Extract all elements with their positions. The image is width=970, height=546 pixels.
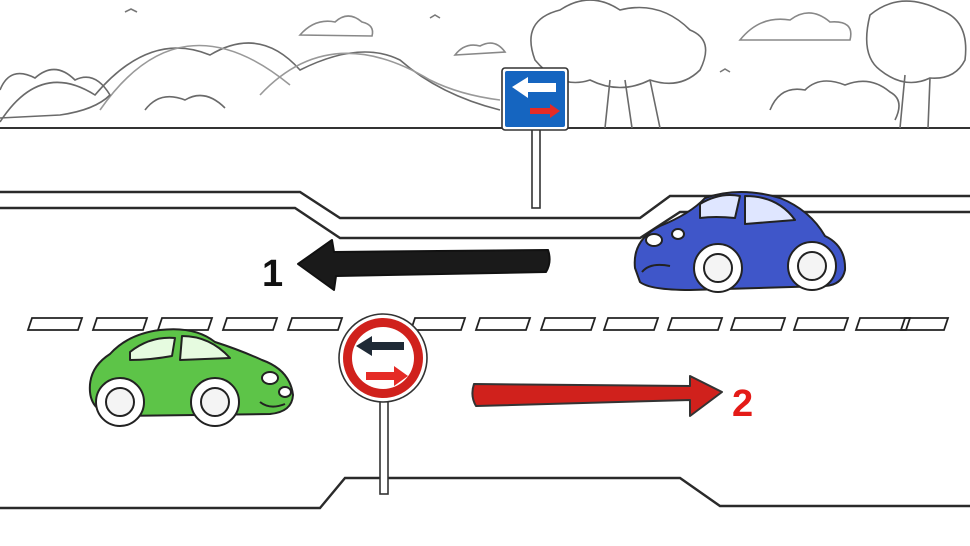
road-curb-top (0, 190, 970, 240)
arrow-number-2: 2 (732, 383, 753, 425)
small-red-right-arrow-icon (530, 104, 560, 118)
black-left-arrow-icon (356, 336, 404, 356)
white-left-arrow-icon (512, 77, 556, 98)
red-circle-priority-sign (338, 313, 428, 495)
black-left-direction-arrow (297, 239, 551, 291)
arrow-number-1: 1 (262, 253, 283, 295)
red-right-arrow-icon (366, 366, 408, 386)
green-car (88, 328, 294, 427)
center-lane-dashes (26, 317, 950, 331)
road-curb-bottom (0, 476, 970, 510)
blue-car (633, 191, 847, 293)
blue-sign-face (505, 71, 565, 127)
blue-lane-priority-sign (501, 67, 569, 209)
red-right-direction-arrow (471, 375, 723, 417)
landscape-background (0, 0, 970, 129)
